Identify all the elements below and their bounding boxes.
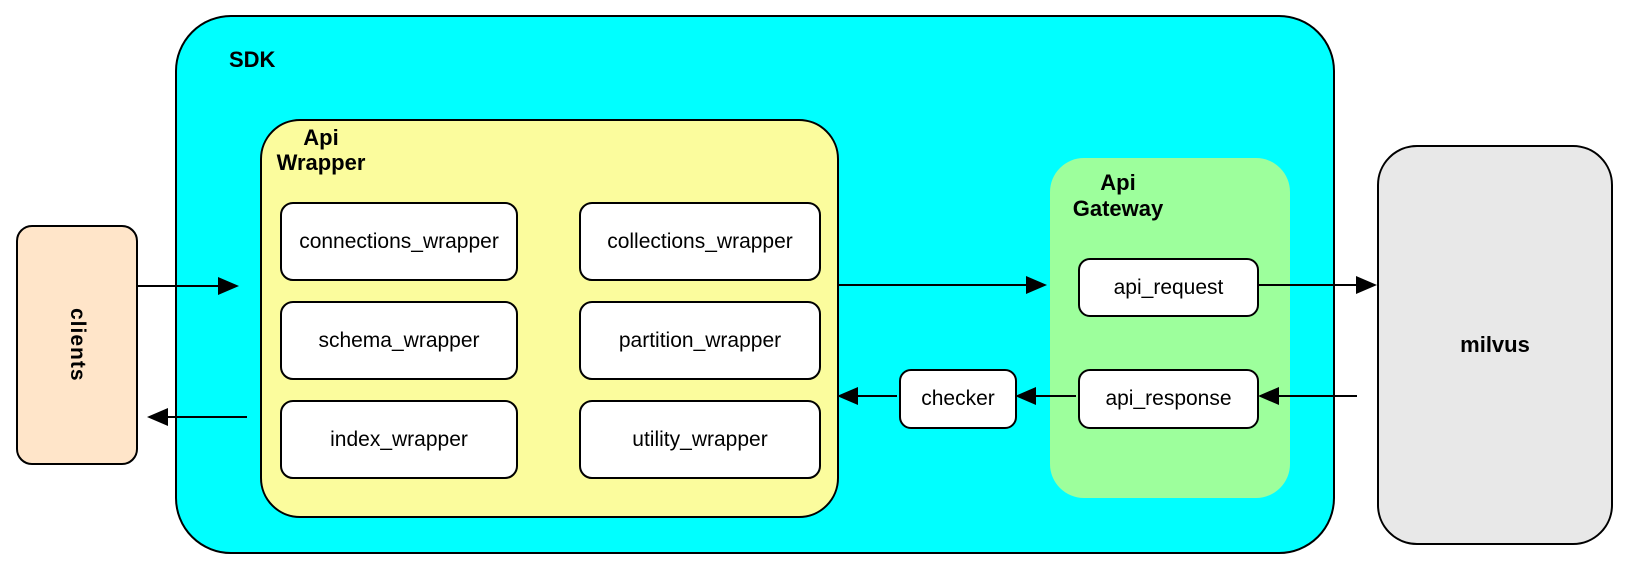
api-wrapper-container: Api Wrapper connections_wrapper collecti… [260,119,839,518]
milvus-label: milvus [1460,332,1530,357]
module-label: connections_wrapper [299,229,499,253]
api-response-box: api_response [1078,369,1259,429]
clients-label: clients [66,308,89,382]
module-box-schema-wrapper: schema_wrapper [280,301,518,380]
api-request-box: api_request [1078,258,1259,317]
module-box-index-wrapper: index_wrapper [280,400,518,479]
api-gateway-label: Api Gateway [1072,170,1164,221]
module-label: partition_wrapper [618,328,782,352]
api-wrapper-label: Api Wrapper [276,125,366,175]
module-box-connections-wrapper: connections_wrapper [280,202,518,281]
clients-box: clients [16,225,138,465]
module-label: index_wrapper [330,427,468,451]
checker-label: checker [921,387,995,410]
api-response-label: api_response [1105,387,1232,410]
module-box-collections-wrapper: collections_wrapper [579,202,821,281]
sdk-container: SDK Api Wrapper connections_wrapper coll… [175,15,1335,554]
module-box-partition-wrapper: partition_wrapper [579,301,821,380]
milvus-box: milvus [1377,145,1613,545]
module-label: utility_wrapper [632,427,768,451]
checker-box: checker [899,369,1017,429]
module-label: schema_wrapper [318,328,480,352]
api-request-label: api_request [1113,275,1224,299]
sdk-label: SDK [229,47,276,72]
module-label: collections_wrapper [607,229,793,253]
module-box-utility-wrapper: utility_wrapper [579,400,821,479]
api-gateway-container: Api Gateway api_request api_response [1050,158,1290,498]
